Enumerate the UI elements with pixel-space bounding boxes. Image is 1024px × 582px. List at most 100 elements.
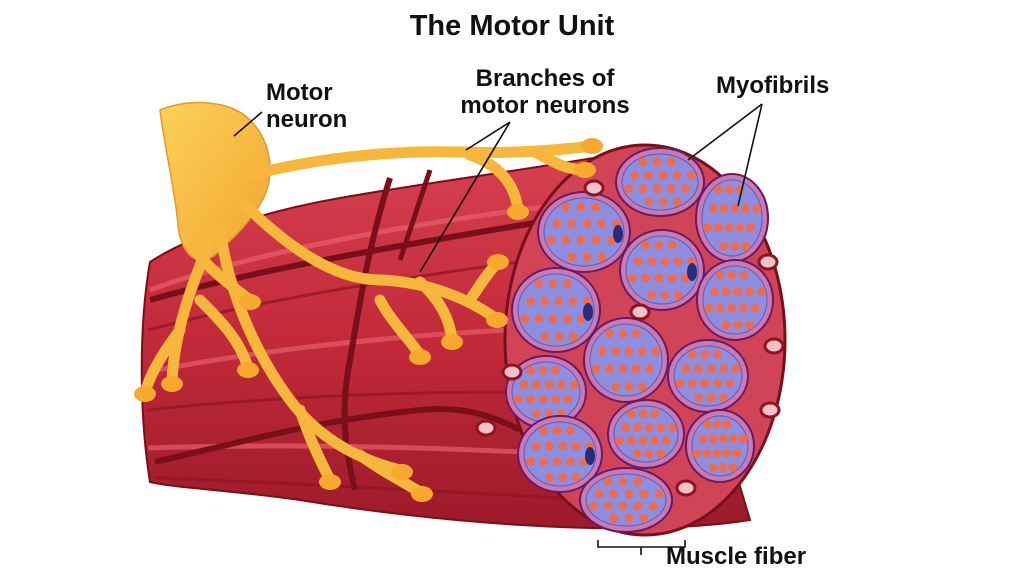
myofibril bbox=[694, 393, 703, 403]
myofibril bbox=[544, 380, 554, 390]
myofibril bbox=[688, 349, 697, 359]
myofibril bbox=[637, 382, 647, 392]
myofibril bbox=[733, 320, 743, 330]
myofibril bbox=[680, 184, 690, 194]
myofibril bbox=[609, 513, 619, 523]
muscle-fiber-bracket bbox=[597, 540, 686, 555]
myofibril bbox=[611, 382, 621, 392]
fascicle-group bbox=[505, 147, 774, 533]
label-motor-neuron: Motor neuron bbox=[266, 79, 348, 134]
myofibril bbox=[735, 223, 745, 232]
myofibril bbox=[715, 303, 725, 313]
capillary bbox=[629, 303, 651, 321]
myofibril bbox=[654, 273, 664, 283]
myofibril bbox=[582, 252, 592, 262]
myofibril bbox=[513, 394, 523, 404]
myofibril bbox=[731, 364, 741, 374]
axon-terminal bbox=[319, 474, 341, 490]
nucleus bbox=[687, 263, 697, 281]
capillary bbox=[583, 179, 605, 197]
myofibril bbox=[624, 513, 634, 523]
myofibril bbox=[656, 449, 666, 459]
myofibril bbox=[563, 394, 573, 404]
myofibril bbox=[739, 270, 749, 280]
capillary bbox=[759, 401, 781, 419]
myofibril bbox=[519, 380, 529, 390]
fiber-sheath bbox=[673, 345, 743, 407]
myofibril bbox=[656, 422, 666, 432]
myofibril bbox=[648, 501, 658, 511]
myofibril bbox=[582, 296, 592, 306]
myofibril bbox=[545, 472, 555, 482]
myofibril bbox=[576, 314, 586, 324]
myofibril bbox=[561, 202, 571, 212]
myofibril bbox=[545, 441, 555, 451]
myofibril bbox=[727, 303, 737, 313]
myofibril bbox=[624, 382, 634, 392]
myofibril bbox=[571, 441, 581, 451]
myofibril bbox=[525, 457, 535, 467]
myofibril bbox=[631, 364, 641, 374]
leader-branches-1 bbox=[465, 121, 511, 151]
myofibril bbox=[526, 394, 535, 404]
myofibril bbox=[548, 278, 558, 288]
myofibril bbox=[722, 419, 732, 429]
cross-section bbox=[475, 143, 787, 537]
myofibril bbox=[645, 364, 655, 374]
myofibril bbox=[539, 426, 549, 436]
myofibril bbox=[576, 235, 586, 245]
myofibril bbox=[538, 394, 548, 404]
myofibril bbox=[738, 434, 748, 444]
myofibril bbox=[727, 270, 737, 280]
myofibril bbox=[702, 419, 712, 429]
myofibril bbox=[532, 409, 541, 419]
myofibril bbox=[557, 380, 566, 390]
myofibril bbox=[609, 489, 619, 499]
myofibril bbox=[526, 296, 536, 306]
myofibril bbox=[554, 296, 564, 306]
myofibril bbox=[532, 380, 541, 390]
myofibril bbox=[591, 202, 601, 212]
axon-terminal bbox=[441, 334, 463, 350]
myofibril bbox=[638, 436, 648, 446]
myofibril bbox=[618, 364, 628, 374]
label-branches-line1: Branches of bbox=[475, 65, 615, 92]
myofibril bbox=[724, 185, 734, 195]
myofibril bbox=[568, 296, 578, 306]
blood-vessel bbox=[397, 169, 433, 261]
myofibril bbox=[562, 314, 572, 324]
myofibril bbox=[667, 240, 677, 250]
label-motor-neuron-line2: neuron bbox=[266, 105, 348, 133]
myofibril bbox=[672, 197, 682, 207]
myofibril bbox=[746, 223, 756, 232]
myofibril bbox=[565, 426, 575, 436]
nucleus bbox=[583, 303, 593, 321]
myofibril bbox=[624, 346, 634, 356]
neuron-branch bbox=[464, 149, 524, 216]
myofibril bbox=[552, 426, 562, 436]
myofibril bbox=[752, 204, 762, 213]
myofibril bbox=[554, 332, 564, 342]
myofibril bbox=[551, 365, 560, 375]
myofibril bbox=[724, 223, 734, 232]
myofibril bbox=[633, 501, 643, 511]
myofibril bbox=[558, 472, 568, 482]
myofibril bbox=[725, 378, 735, 388]
myofibril bbox=[627, 273, 637, 283]
myofibril bbox=[534, 314, 544, 324]
axon-terminal bbox=[134, 386, 156, 402]
axon-terminal bbox=[487, 254, 509, 270]
myofibril bbox=[712, 419, 722, 429]
myofibril bbox=[698, 434, 708, 444]
fiber-sheath bbox=[523, 421, 597, 487]
myofibril bbox=[694, 364, 703, 374]
axon-terminal bbox=[237, 362, 259, 378]
capillary bbox=[763, 337, 785, 355]
myofibril bbox=[591, 364, 601, 374]
myofibril bbox=[730, 241, 740, 251]
fiber-sheath bbox=[543, 197, 625, 267]
myofibril bbox=[730, 204, 740, 213]
myofibril bbox=[597, 219, 607, 229]
axon-terminal bbox=[161, 376, 183, 392]
